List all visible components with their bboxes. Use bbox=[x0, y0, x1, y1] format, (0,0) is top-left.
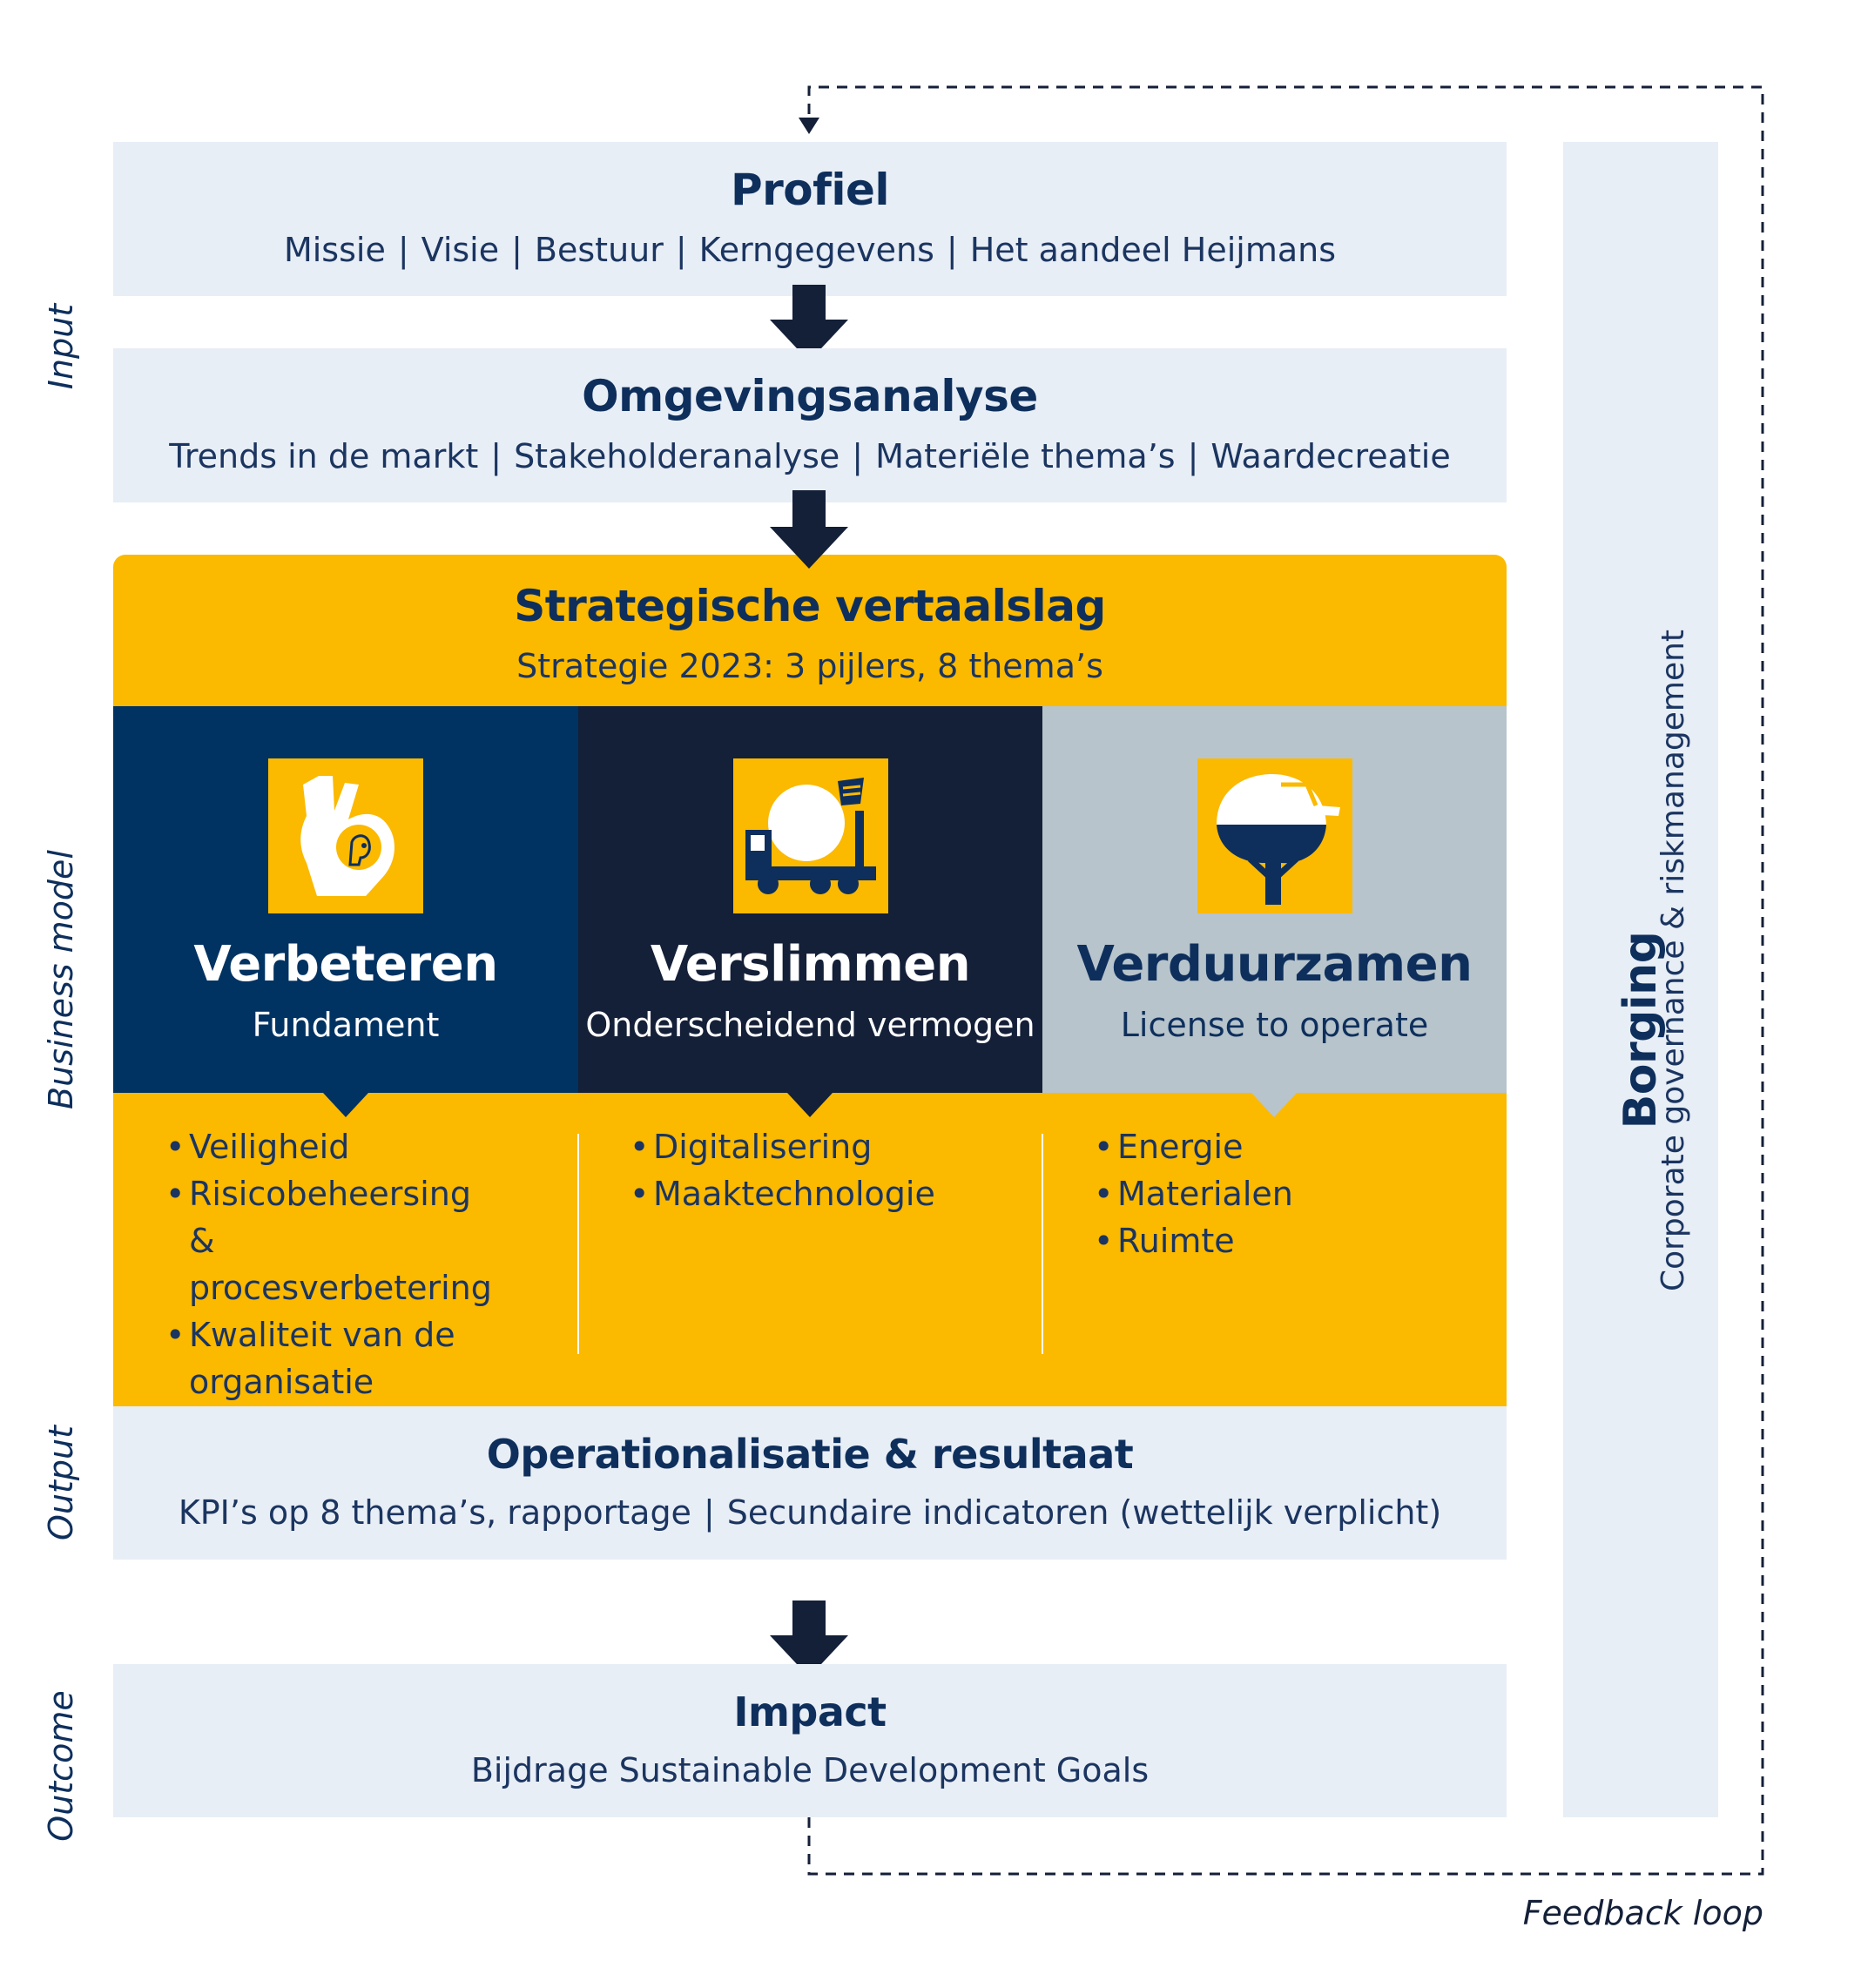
column-divider bbox=[577, 1134, 579, 1354]
pillar-title: Verbeteren bbox=[193, 936, 498, 993]
feedback-loop-label: Feedback loop bbox=[1522, 1894, 1763, 1932]
omgevingsanalyse-item: Waardecreatie bbox=[1210, 437, 1451, 475]
omgevingsanalyse-item: Stakeholderanalyse bbox=[514, 437, 840, 475]
profiel-item: Bestuur bbox=[534, 231, 664, 269]
pillar-subtitle: License to operate bbox=[1120, 1006, 1429, 1044]
flow-arrow-down-icon bbox=[770, 490, 848, 569]
borging-box: Borging Corporate governance & riskmanag… bbox=[1563, 142, 1718, 1817]
pillar-subtitle: Fundament bbox=[252, 1006, 440, 1044]
pillar-notch bbox=[1251, 1093, 1297, 1117]
cement-truck-icon bbox=[732, 758, 888, 913]
helmet-tree-icon bbox=[1197, 758, 1352, 913]
pillar-title: Verduurzamen bbox=[1076, 936, 1473, 993]
flow-arrow-down-icon bbox=[770, 1601, 848, 1677]
ok-hand-head-icon bbox=[268, 758, 423, 913]
operationalisatie-items: KPI’s op 8 thema’s, rapportage|Secundair… bbox=[178, 1493, 1442, 1532]
borging-subtitle: Corporate governance & riskmanagement bbox=[1655, 629, 1691, 1292]
strategie-subtitle: Strategie 2023: 3 pijlers, 8 thema’s bbox=[516, 647, 1103, 685]
list-item: Kwaliteit van de organisatie bbox=[165, 1311, 476, 1405]
impact-box: Impact Bijdrage Sustainable Development … bbox=[113, 1664, 1507, 1817]
list-item: Risicobeheersing & procesverbetering bbox=[165, 1170, 502, 1311]
profiel-item: Kerngegevens bbox=[698, 231, 934, 269]
pillar-verslimmen: Verslimmen Onderscheidend vermogen bbox=[578, 706, 1042, 1093]
profiel-box: Profiel Missie|Visie|Bestuur|Kerngegeven… bbox=[113, 142, 1507, 296]
pillar-bullets-verduurzamen: Energie Materialen Ruimte bbox=[1094, 1123, 1460, 1264]
omgevingsanalyse-item: Trends in de markt bbox=[169, 437, 479, 475]
profiel-item: Het aandeel Heijmans bbox=[969, 231, 1337, 269]
pillar-bullets-verbeteren: Veiligheid Risicobeheersing & procesverb… bbox=[165, 1123, 531, 1405]
profiel-item: Missie bbox=[283, 231, 386, 269]
list-item: Veiligheid bbox=[165, 1123, 531, 1170]
list-item: Energie bbox=[1094, 1123, 1460, 1170]
side-label-business-model: Business model bbox=[42, 850, 80, 1109]
omgevingsanalyse-title: Omgevingsanalyse bbox=[582, 371, 1038, 421]
column-divider bbox=[1042, 1134, 1043, 1354]
impact-title: Impact bbox=[733, 1688, 887, 1735]
pillar-notch bbox=[323, 1093, 368, 1117]
flow-arrow-down-icon bbox=[770, 285, 848, 361]
operationalisatie-item: KPI’s op 8 thema’s, rapportage bbox=[178, 1493, 691, 1532]
pillar-verbeteren: Verbeteren Fundament bbox=[113, 706, 578, 1093]
pillar-notch bbox=[787, 1093, 833, 1117]
side-label-outcome: Outcome bbox=[42, 1690, 80, 1842]
impact-subtitle: Bijdrage Sustainable Development Goals bbox=[470, 1751, 1150, 1789]
omgevingsanalyse-box: Omgevingsanalyse Trends in de markt|Stak… bbox=[113, 348, 1507, 502]
profiel-items: Missie|Visie|Bestuur|Kerngegevens|Het aa… bbox=[283, 231, 1337, 269]
list-item: Ruimte bbox=[1094, 1217, 1460, 1264]
operationalisatie-title: Operationalisatie & resultaat bbox=[486, 1431, 1134, 1478]
operationalisatie-box: Operationalisatie & resultaat KPI’s op 8… bbox=[113, 1406, 1507, 1560]
pillar-verduurzamen: Verduurzamen License to operate bbox=[1042, 706, 1507, 1093]
omgevingsanalyse-item: Materiële thema’s bbox=[875, 437, 1176, 475]
strategie-title: Strategische vertaalslag bbox=[514, 581, 1106, 631]
pillar-title: Verslimmen bbox=[650, 936, 971, 993]
operationalisatie-item: Secundaire indicatoren (wettelijk verpli… bbox=[726, 1493, 1442, 1532]
list-item: Digitalisering bbox=[630, 1123, 995, 1170]
list-item: Maaktechnologie bbox=[630, 1170, 995, 1217]
omgevingsanalyse-items: Trends in de markt|Stakeholderanalyse|Ma… bbox=[169, 437, 1451, 475]
pillar-bullets-verslimmen: Digitalisering Maaktechnologie bbox=[630, 1123, 995, 1217]
profiel-item: Visie bbox=[421, 231, 500, 269]
side-label-input: Input bbox=[42, 303, 80, 390]
feedback-arrowhead bbox=[799, 118, 819, 134]
list-item: Materialen bbox=[1094, 1170, 1460, 1217]
pillar-subtitle: Onderscheidend vermogen bbox=[585, 1006, 1035, 1044]
profiel-title: Profiel bbox=[730, 165, 890, 215]
